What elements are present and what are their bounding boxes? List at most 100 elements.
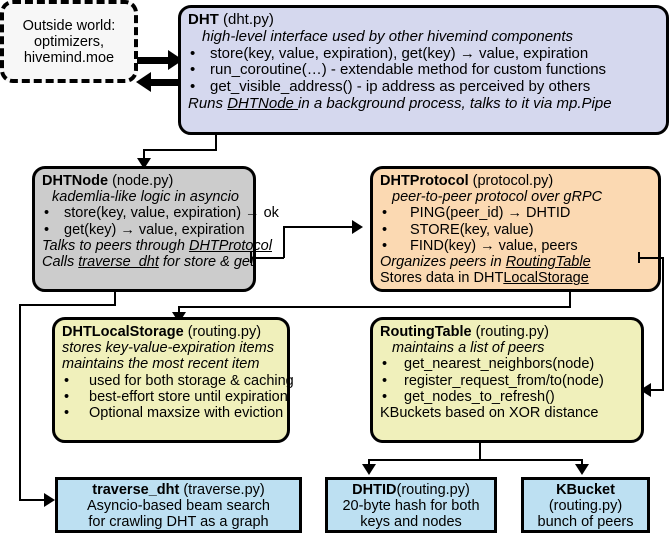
outside-to-dht-line	[137, 57, 171, 64]
dhtnode-bullet-0: • store(key, value, expiration) → ok	[42, 205, 279, 222]
kbucket-box: KBucket (routing.py) bunch of peers	[521, 477, 650, 533]
bullet-icon: •	[382, 205, 388, 222]
dhtprotocol-footer-1: Organizes peers in RoutingTable	[380, 254, 652, 270]
dhtnode-bullet-text: store(key, value, expiration) → ok	[64, 205, 279, 222]
outside-world-line-3: hivemind.moe	[23, 49, 115, 66]
dhtid-box: DHTID(routing.py) 20-byte hash for both …	[325, 477, 497, 533]
dhtnode-subtitle: kademlia-like logic in asyncio	[52, 189, 239, 206]
dht-title: DHT (dht.py)	[188, 11, 660, 29]
dhtnode-to-protocol-v	[283, 226, 285, 258]
protocol-to-storage-h	[178, 306, 571, 308]
routingtable-to-dhtid-arrowhead	[362, 464, 376, 475]
traverse-dht-module: (traverse.py)	[179, 482, 265, 498]
dhtid-line-1: 20-byte hash for both	[342, 498, 480, 515]
dht-bullet-2: • get_visible_address() - ip address as …	[188, 78, 660, 96]
dhtlocalstorage-bullet-1: • best-effort store until expiration	[62, 388, 288, 405]
outside-world-line-1: Outside world:	[22, 17, 116, 34]
dhtnode-box: DHTNode (node.py) kademlia-like logic in…	[32, 166, 279, 292]
outside-world-line-2: optimizers,	[33, 33, 105, 50]
dhtlocalstorage-bullet-0: • used for both storage & caching	[62, 373, 294, 389]
dht-to-outside-arrowhead	[136, 72, 151, 92]
routingtable-bullet-text: get_nodes_to_refresh()	[404, 388, 555, 405]
dhtprotocol-subtitle: peer-to-peer protocol over gRPC	[392, 189, 603, 206]
dhtprotocol-bullet-text: PING(peer_id) → DHTID	[410, 205, 571, 222]
dhtnode-bullet-1: • get(key) → value, expiration	[42, 222, 247, 238]
dhtlocalstorage-bullet-text: used for both storage & caching	[89, 372, 294, 389]
dht-footer-pre: Runs	[188, 94, 228, 112]
routingtable-bullet-0: • get_nearest_neighbors(node)	[380, 356, 635, 372]
dhtprotocol-box: DHTProtocol (protocol.py) peer-to-peer p…	[370, 166, 661, 292]
dhtlocalstorage-title: DHTLocalStorage (routing.py)	[62, 324, 281, 340]
dht-bullet-text: run_coroutine(…) - extendable method for…	[210, 61, 607, 79]
dhtlocalstorage-box: DHTLocalStorage (routing.py) stores key-…	[52, 317, 294, 443]
bullet-icon: •	[190, 78, 196, 96]
protocol-to-routingtable-v	[662, 257, 664, 390]
dhtlocalstorage-bullet-text: Optional maxsize with eviction	[89, 405, 284, 422]
routingtable-module: (routing.py)	[471, 324, 549, 340]
dht-bullet-0: • store(key, value, expiration), get(key…	[188, 44, 660, 63]
dhtprotocol-footer-2: Stores data in DHTLocalStorage	[380, 270, 652, 286]
routingtable-bullet-2: • get_nodes_to_refresh()	[380, 389, 635, 405]
dhtprotocol-title: DHTProtocol (protocol.py)	[380, 173, 652, 189]
outside-world-box: Outside world: optimizers, hivemind.moe	[0, 0, 138, 83]
dhtprotocol-link-localstorage: LocalStorage	[503, 270, 589, 287]
routingtable-bullet-1: • register_request_from/to(node)	[380, 373, 635, 389]
routingtable-name: RoutingTable	[380, 324, 472, 340]
routingtable-bullet-text: register_request_from/to(node)	[404, 372, 604, 389]
dht-to-dhtnode-seg-v2	[143, 149, 145, 162]
dhtnode-to-traverse-arrowhead	[44, 493, 55, 507]
dhtid-line-2: keys and nodes	[360, 514, 462, 531]
protocol-to-routingtable-h2	[648, 389, 664, 391]
dhtnode-link-traverse-dht: traverse_dht	[78, 254, 159, 271]
dht-to-dhtnode-seg-h	[143, 149, 217, 151]
dht-bullet-text: get_visible_address() - ip address as pe…	[210, 78, 591, 96]
dhtid-module: (routing.py)	[396, 482, 470, 498]
bullet-icon: •	[190, 61, 196, 79]
dhtlocalstorage-module: (routing.py)	[183, 324, 262, 340]
dhtprotocol-link-routingtable: RoutingTable	[505, 254, 591, 271]
traverse-dht-line-2: for crawling DHT as a graph	[88, 514, 269, 531]
dhtnode-footer2-post: for store & get	[158, 254, 254, 271]
dht-footer-link-dhtnode: DHTNode	[227, 94, 299, 112]
dhtlocalstorage-subtitle-1: stores key-value-expiration items	[62, 340, 274, 357]
dhtnode-to-protocol-arrowhead	[352, 220, 363, 234]
routingtable-fork-v-main	[479, 443, 481, 461]
dht-module: (dht.py)	[218, 11, 274, 28]
routingtable-footer: KBuckets based on XOR distance	[380, 405, 599, 422]
dhtprotocol-bullet-0: • PING(peer_id) → DHTID	[380, 205, 652, 221]
protocol-to-routingtable-arrowhead	[640, 383, 651, 397]
dhtlocalstorage-name: DHTLocalStorage	[62, 324, 184, 340]
protocol-to-storage-v2	[178, 306, 180, 316]
dhtnode-link-dhtprotocol: DHTProtocol	[188, 237, 272, 254]
dhtnode-to-protocol-h2	[283, 226, 357, 228]
dhtnode-to-traverse-h2	[19, 499, 49, 501]
dht-box: DHT (dht.py) high-level interface used b…	[178, 5, 669, 135]
dhtprotocol-module: (protocol.py)	[468, 173, 554, 189]
dhtlocalstorage-bullet-text: best-effort store until expiration	[89, 388, 288, 405]
dht-to-dhtnode-seg-v1	[215, 135, 217, 151]
traverse-dht-title: traverse_dht (traverse.py)	[58, 482, 299, 498]
bullet-icon: •	[44, 221, 50, 238]
protocol-to-routingtable-h1	[639, 257, 664, 259]
dht-to-outside-line	[148, 79, 182, 86]
bullet-icon: •	[64, 405, 70, 422]
bullet-icon: •	[44, 205, 50, 222]
dhtnode-footer-2: Calls traverse_dht for store & get	[42, 254, 254, 271]
kbucket-name: KBucket	[556, 482, 615, 498]
dht-subtitle: high-level interface used by other hivem…	[202, 27, 574, 45]
dhtlocalstorage-subtitle-2: maintains the most recent item	[62, 356, 260, 373]
dhtnode-footer1-pre: Talks to peers through	[42, 237, 189, 254]
dhtprotocol-bullet-text: FIND(key) → value, peers	[410, 237, 578, 254]
routingtable-subtitle: maintains a list of peers	[392, 340, 545, 357]
dhtnode-footer-1: Talks to peers through DHTProtocol	[42, 237, 272, 254]
dhtnode-to-traverse-v2	[19, 304, 21, 500]
dhtlocalstorage-bullet-2: • Optional maxsize with eviction	[62, 405, 284, 422]
bullet-icon: •	[382, 221, 388, 238]
dhtprotocol-bullet-1: • STORE(key, value)	[380, 222, 652, 238]
dhtnode-module: (node.py)	[108, 173, 174, 189]
dhtnode-to-traverse-h1	[19, 304, 116, 306]
dht-bullet-text: store(key, value, expiration), get(key) …	[210, 44, 589, 62]
bullet-icon: •	[64, 388, 70, 405]
routingtable-bullet-text: get_nearest_neighbors(node)	[404, 356, 595, 373]
